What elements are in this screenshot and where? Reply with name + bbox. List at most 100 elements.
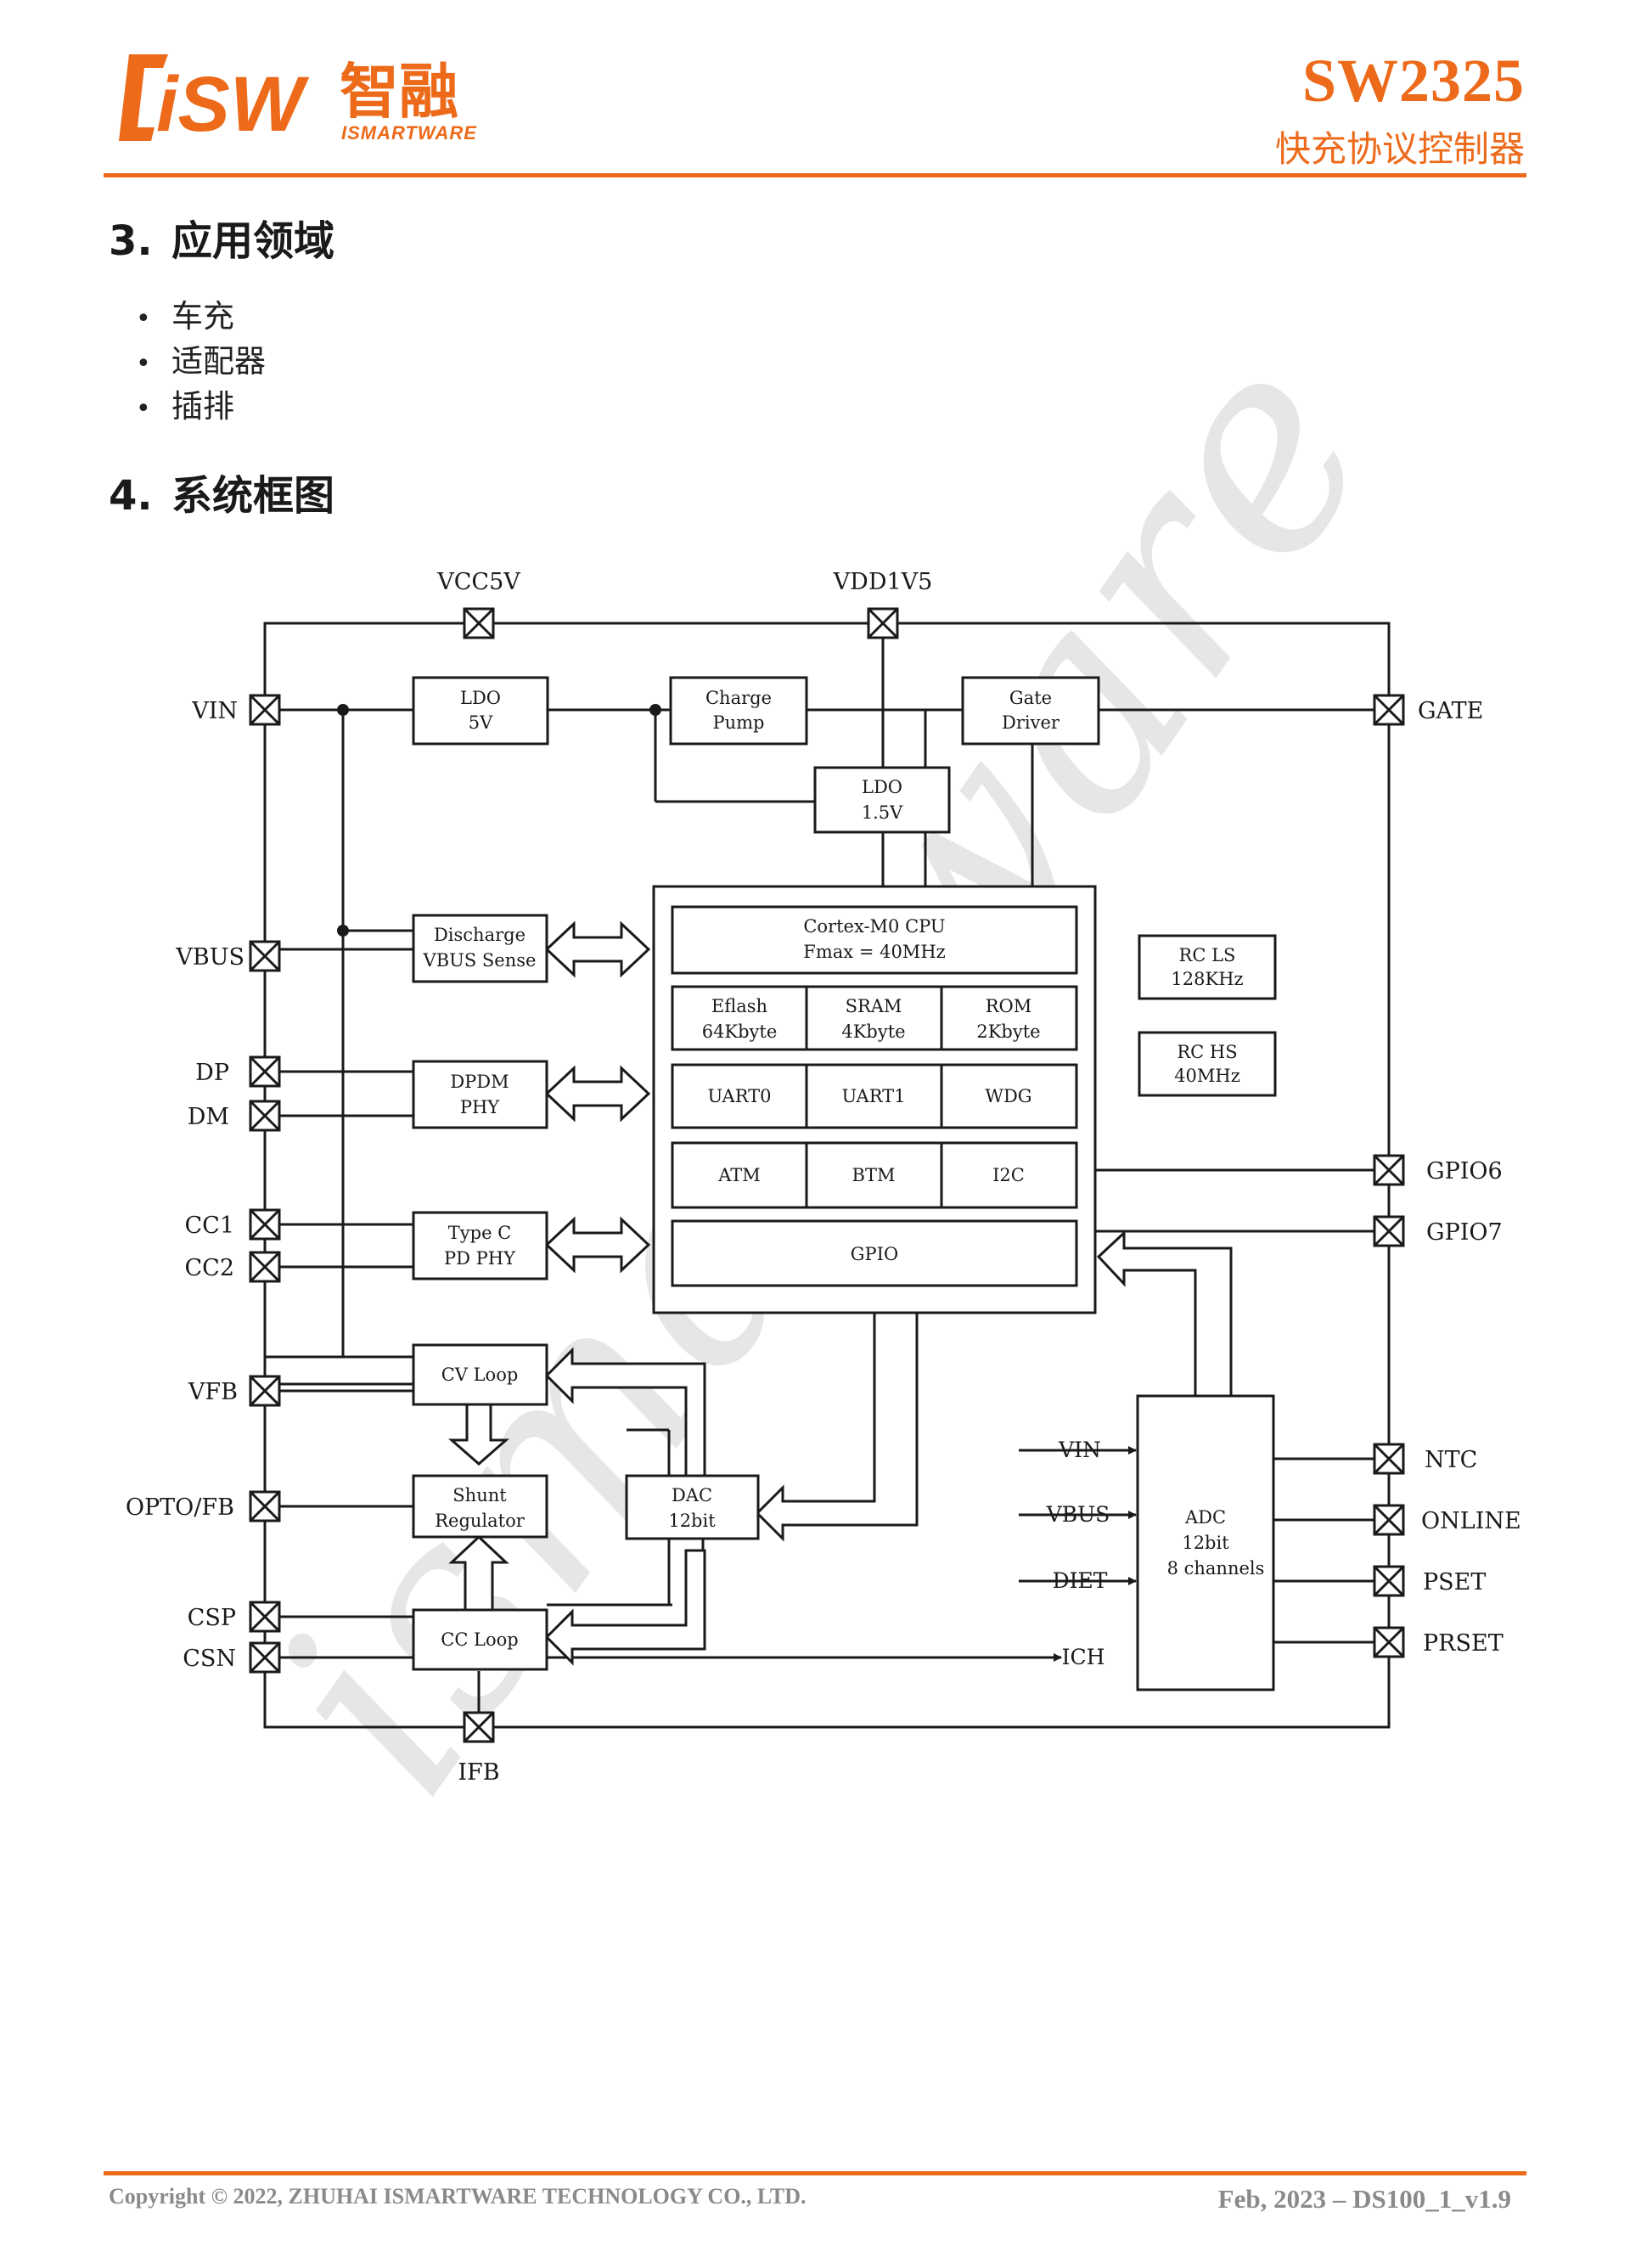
logo-mark: iSW xyxy=(156,61,310,148)
i2c-block xyxy=(940,1141,1078,1209)
svg-text:5V: 5V xyxy=(469,712,493,733)
typec-phy-block xyxy=(412,1211,548,1280)
svg-text:40MHz: 40MHz xyxy=(1174,1066,1240,1086)
discharge-block xyxy=(412,914,548,983)
list-item: •插排 xyxy=(136,388,234,425)
footer-rule xyxy=(104,2171,1526,2175)
adc-input-vbus: VBUS xyxy=(1046,1502,1110,1527)
section-3-title: 应用领域 xyxy=(171,217,335,265)
svg-text:CV Loop: CV Loop xyxy=(441,1365,519,1385)
pin-vbus: VBUS xyxy=(175,944,244,971)
cv-loop-block xyxy=(412,1343,548,1406)
svg-text:WDG: WDG xyxy=(985,1086,1031,1106)
section-4-title: 系统框图 xyxy=(171,472,335,520)
pin-vin: VIN xyxy=(191,698,238,724)
dac-block xyxy=(625,1474,760,1540)
svg-text:Eflash: Eflash xyxy=(711,996,767,1016)
application-list: •车充 •适配器 •插排 xyxy=(136,294,266,429)
pin-gpio7: GPIO7 xyxy=(1426,1219,1503,1246)
svg-text:Driver: Driver xyxy=(1002,712,1060,733)
revision-text: Feb, 2023 – DS100_1_v1.9 xyxy=(1217,2184,1511,2214)
svg-text:RC LS: RC LS xyxy=(1179,945,1236,965)
pin-opto-fb: OPTO/FB xyxy=(126,1494,234,1521)
svg-text:I2C: I2C xyxy=(992,1165,1025,1185)
adc-block xyxy=(1136,1394,1275,1691)
section-4-heading: 4. 系统框图 xyxy=(109,462,334,521)
ldo-5v-block xyxy=(412,676,549,746)
svg-text:ATM: ATM xyxy=(717,1165,761,1185)
arrow-bus-typec xyxy=(544,1216,651,1274)
pin-dp: DP xyxy=(195,1060,229,1086)
pin-vdd1v5: VDD1V5 xyxy=(833,569,933,595)
dpdm-phy-block xyxy=(412,1060,548,1129)
svg-text:Regulator: Regulator xyxy=(435,1511,526,1531)
uart1-block xyxy=(805,1063,943,1129)
pin-ntc: NTC xyxy=(1425,1447,1477,1473)
logo-bracket xyxy=(119,54,168,141)
svg-text:Discharge: Discharge xyxy=(434,925,526,945)
svg-text:Cortex-M0 CPU: Cortex-M0 CPU xyxy=(803,916,945,937)
ismartware-logo: iSW 智融 ISMARTWARE xyxy=(119,54,477,148)
svg-text:4Kbyte: 4Kbyte xyxy=(841,1021,905,1042)
pin-pset: PSET xyxy=(1423,1569,1486,1595)
svg-text:Pump: Pump xyxy=(712,712,764,733)
pin-cc1: CC1 xyxy=(185,1213,235,1239)
cpu-block xyxy=(671,905,1078,975)
header-rule xyxy=(104,173,1526,177)
pin-ifb: IFB xyxy=(458,1759,499,1786)
arrow-adc-to-gpio xyxy=(1096,1230,1233,1398)
svg-text:Gate: Gate xyxy=(1009,688,1052,708)
list-item: •车充 xyxy=(136,298,234,335)
pin-vcc5v: VCC5V xyxy=(436,569,520,595)
adc-input-ich: ICH xyxy=(1062,1645,1105,1669)
logo-en: ISMARTWARE xyxy=(341,122,477,144)
pin-gpio6: GPIO6 xyxy=(1426,1158,1503,1185)
svg-text:SRAM: SRAM xyxy=(846,996,902,1016)
svg-text:Shunt: Shunt xyxy=(452,1485,507,1505)
part-number: SW2325 xyxy=(1301,47,1525,115)
section-3-number: 3. xyxy=(109,217,153,265)
shunt-block xyxy=(412,1474,548,1539)
svg-text:1.5V: 1.5V xyxy=(862,802,903,823)
svg-text:UART1: UART1 xyxy=(841,1086,905,1106)
svg-text:Charge: Charge xyxy=(705,688,772,708)
ldo-1v5-block xyxy=(813,766,951,834)
svg-text:ADC: ADC xyxy=(1184,1507,1226,1528)
svg-text:CC Loop: CC Loop xyxy=(441,1629,519,1650)
svg-text:UART0: UART0 xyxy=(707,1086,771,1106)
pin-gate: GATE xyxy=(1418,698,1483,724)
svg-text:128KHz: 128KHz xyxy=(1171,969,1243,989)
arrow-dac-to-cc xyxy=(544,1549,706,1666)
arrow-cv-to-shunt xyxy=(448,1403,509,1466)
svg-text:LDO: LDO xyxy=(862,777,902,797)
rom-block xyxy=(940,985,1078,1051)
svg-text:BTM: BTM xyxy=(852,1165,896,1185)
svg-text:RC HS: RC HS xyxy=(1177,1042,1237,1062)
rc-hs-block xyxy=(1138,1031,1277,1097)
svg-text:2Kbyte: 2Kbyte xyxy=(976,1021,1040,1042)
adc-input-diet: DIET xyxy=(1053,1568,1108,1593)
pin-vfb: VFB xyxy=(188,1379,238,1405)
pin-csp: CSP xyxy=(188,1605,236,1631)
svg-text:PD PHY: PD PHY xyxy=(444,1248,516,1269)
cc-loop-block xyxy=(412,1608,548,1671)
list-item: •适配器 xyxy=(136,343,266,380)
arrow-bus-dpdm xyxy=(544,1065,651,1123)
svg-text:64Kbyte: 64Kbyte xyxy=(702,1021,778,1042)
svg-text:ROM: ROM xyxy=(986,996,1032,1016)
svg-text:PHY: PHY xyxy=(460,1097,500,1117)
section-3-heading: 3. 应用领域 xyxy=(109,207,334,267)
svg-text:VBUS Sense: VBUS Sense xyxy=(423,950,537,971)
svg-text:DAC: DAC xyxy=(672,1485,712,1505)
svg-text:8 channels: 8 channels xyxy=(1167,1558,1265,1579)
pin-cc2: CC2 xyxy=(185,1255,235,1281)
section-4-number: 4. xyxy=(109,472,153,520)
gpio-block xyxy=(671,1219,1078,1287)
svg-text:12bit: 12bit xyxy=(668,1511,716,1531)
pin-csn: CSN xyxy=(183,1646,236,1672)
svg-text:DPDM: DPDM xyxy=(450,1072,509,1092)
pin-prset: PRSET xyxy=(1423,1630,1504,1657)
svg-text:Type C: Type C xyxy=(448,1223,511,1243)
wdg-block xyxy=(940,1063,1078,1129)
